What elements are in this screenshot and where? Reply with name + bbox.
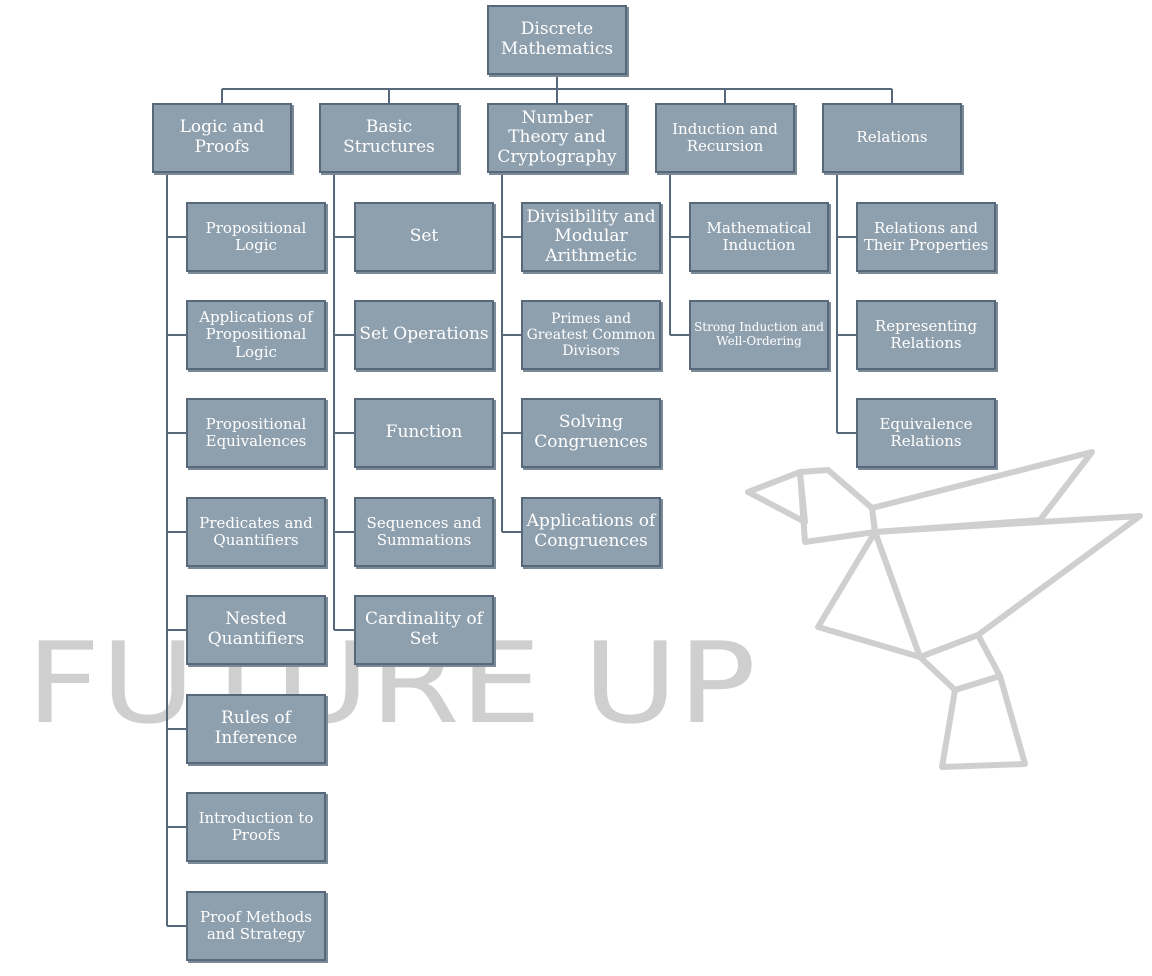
- node-label: Primes and Greatest Common Divisors: [526, 310, 656, 360]
- node-solving-congruences: Solving Congruences: [521, 398, 661, 468]
- node-label: Equivalence Relations: [879, 414, 973, 450]
- node-label: Mathematical Induction: [706, 218, 812, 254]
- branch-induction-and-recursion: Induction and Recursion: [655, 103, 795, 173]
- bird-watermark-icon: [745, 449, 1143, 770]
- branch-label: Induction and Recursion: [672, 119, 778, 155]
- node-set: Set: [354, 202, 494, 272]
- branch-basic-structures: Basic Structures: [319, 103, 459, 173]
- branch-number-theory: Number Theory and Cryptography: [487, 103, 627, 173]
- node-mathematical-induction: Mathematical Induction: [689, 202, 829, 272]
- branch-logic-and-proofs: Logic and Proofs: [152, 103, 292, 173]
- node-strong-induction-and-well-ordering: Strong Induction and Well-Ordering: [689, 300, 829, 370]
- node-applications-of-propositional-logic: Applications of Propositional Logic: [186, 300, 326, 370]
- node-label: Nested Quantifiers: [207, 609, 305, 649]
- node-label: Applications of Propositional Logic: [199, 308, 313, 361]
- node-propositional-equivalences: Propositional Equivalences: [186, 398, 326, 468]
- root-node: Discrete Mathematics: [487, 5, 627, 75]
- node-label: Predicates and Quantifiers: [199, 513, 313, 549]
- branch-label: Relations: [856, 128, 928, 147]
- node-representing-relations: Representing Relations: [856, 300, 996, 370]
- node-label: Applications of Congruences: [526, 511, 656, 551]
- root-label: Discrete Mathematics: [500, 19, 614, 59]
- node-label: Representing Relations: [874, 316, 978, 352]
- node-label: Cardinality of Set: [365, 609, 483, 649]
- node-label: Divisibility and Modular Arithmetic: [526, 206, 656, 266]
- branch-label: Number Theory and Cryptography: [497, 107, 617, 167]
- node-introduction-to-proofs: Introduction to Proofs: [186, 792, 326, 862]
- node-equivalence-relations: Equivalence Relations: [856, 398, 996, 468]
- node-cardinality-of-set: Cardinality of Set: [354, 595, 494, 665]
- node-label: Set: [409, 226, 439, 247]
- node-applications-of-congruences: Applications of Congruences: [521, 497, 661, 567]
- node-label: Function: [385, 422, 463, 443]
- node-relations-and-their-properties: Relations and Their Properties: [856, 202, 996, 272]
- node-label: Proof Methods and Strategy: [200, 907, 312, 943]
- node-sequences-and-summations: Sequences and Summations: [354, 497, 494, 567]
- branch-label: Logic and Proofs: [179, 117, 265, 157]
- node-label: Solving Congruences: [534, 412, 648, 452]
- node-nested-quantifiers: Nested Quantifiers: [186, 595, 326, 665]
- node-set-operations: Set Operations: [354, 300, 494, 370]
- node-label: Strong Induction and Well-Ordering: [694, 320, 824, 348]
- node-function: Function: [354, 398, 494, 468]
- node-label: Relations and Their Properties: [863, 218, 989, 254]
- node-divisibility-and-modular-arithmetic: Divisibility and Modular Arithmetic: [521, 202, 661, 272]
- node-label: Introduction to Proofs: [198, 808, 314, 844]
- branch-label: Basic Structures: [343, 117, 435, 157]
- node-label: Propositional Logic: [205, 218, 307, 254]
- node-label: Set Operations: [359, 324, 489, 345]
- node-propositional-logic: Propositional Logic: [186, 202, 326, 272]
- node-rules-of-inference: Rules of Inference: [186, 694, 326, 764]
- node-proof-methods-and-strategy: Proof Methods and Strategy: [186, 891, 326, 961]
- branch-relations: Relations: [822, 103, 962, 173]
- node-label: Rules of Inference: [214, 708, 298, 748]
- node-label: Sequences and Summations: [366, 513, 482, 549]
- node-label: Propositional Equivalences: [205, 414, 307, 450]
- node-primes-and-gcd: Primes and Greatest Common Divisors: [521, 300, 661, 370]
- node-predicates-and-quantifiers: Predicates and Quantifiers: [186, 497, 326, 567]
